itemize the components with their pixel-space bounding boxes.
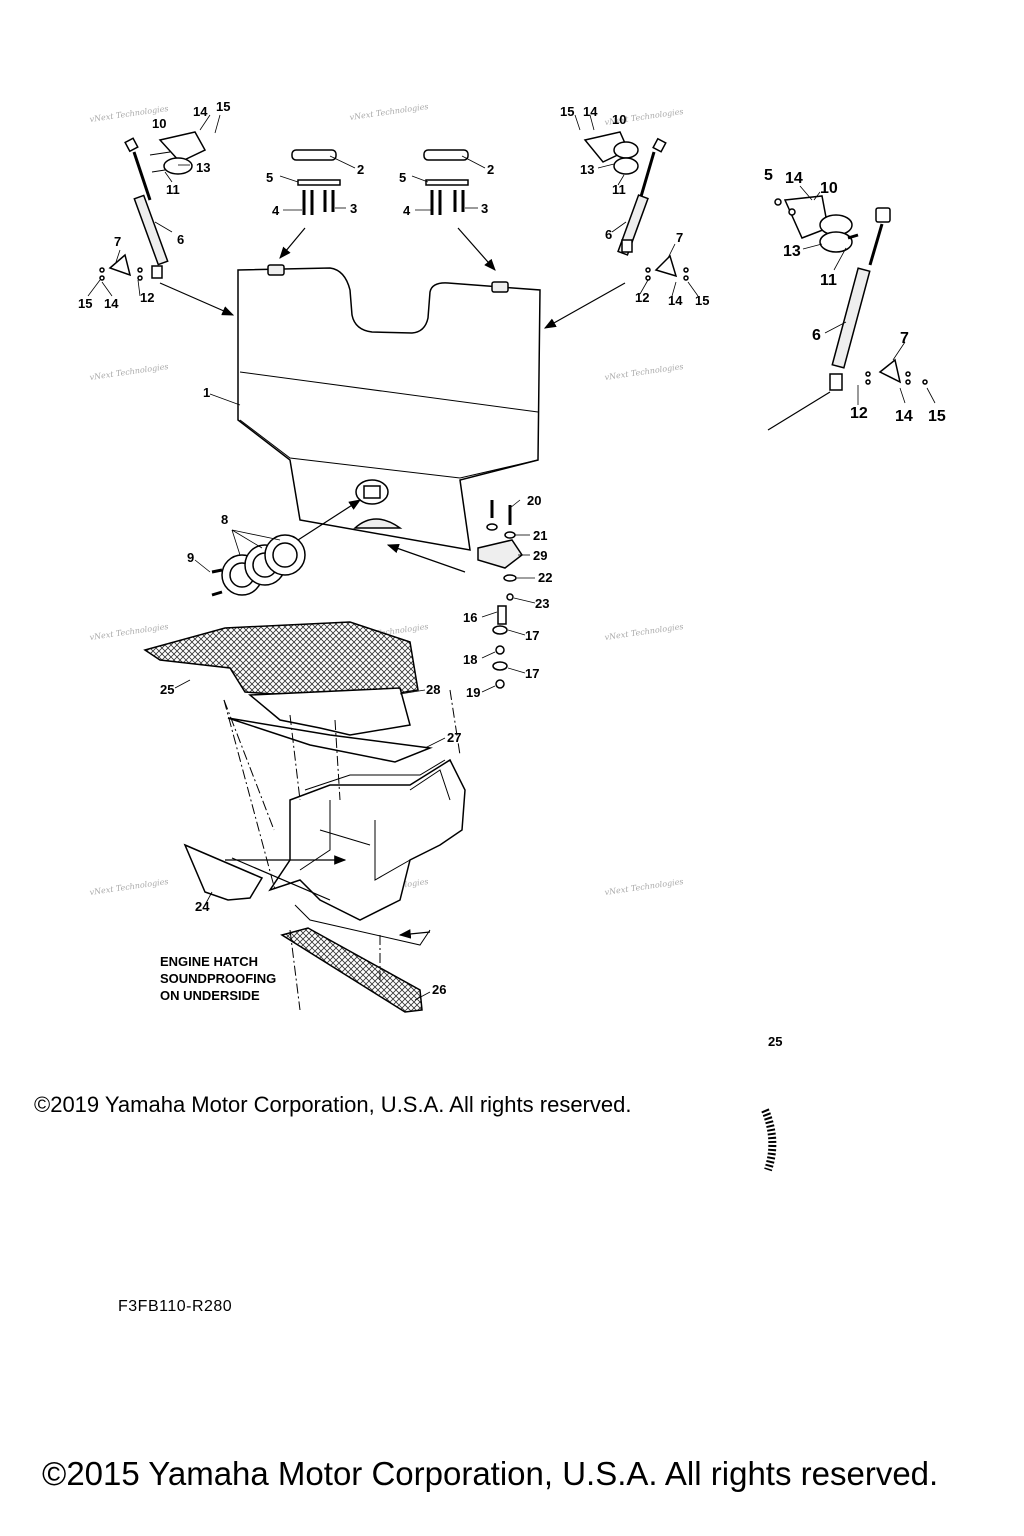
bracket-lower-left xyxy=(99,253,143,281)
inset-callout: 14 xyxy=(895,408,913,425)
callout-label: 3 xyxy=(481,201,488,216)
soundproofing-note: ENGINE HATCH SOUNDPROOFING ON UNDERSIDE xyxy=(160,954,276,1003)
inset-callout: 10 xyxy=(820,180,838,197)
callout-label: 8 xyxy=(221,512,228,527)
latch-assembly-right xyxy=(423,149,469,215)
callout-label: 10 xyxy=(612,112,626,127)
callout-label: 21 xyxy=(533,528,547,543)
watermark: vNext Technologies xyxy=(89,877,169,897)
callout-label: 14 xyxy=(104,296,119,311)
inset-callout: 13 xyxy=(783,243,801,260)
bracket-top-right xyxy=(583,131,639,175)
note-line: ENGINE HATCH xyxy=(160,954,258,969)
callout-label: 17 xyxy=(525,628,539,643)
bottom-strip xyxy=(280,927,423,1013)
watermark: vNext Technologies xyxy=(89,362,169,382)
watermark: vNext Technologies xyxy=(349,102,429,122)
insulation-layers xyxy=(227,687,433,763)
watermark: vNext Technologies xyxy=(604,362,684,382)
inset-callout: 15 xyxy=(928,408,946,425)
callout-label: 7 xyxy=(676,230,683,245)
callout-label: 20 xyxy=(527,493,541,508)
inset-callout: 6 xyxy=(812,327,821,344)
inset-detail xyxy=(761,185,936,1172)
hardware-stack xyxy=(477,500,524,689)
callout-label: 11 xyxy=(612,182,626,197)
callout-label: 23 xyxy=(535,596,549,611)
leader-lines xyxy=(87,114,699,1001)
callout-label: 9 xyxy=(187,550,194,565)
watermark: vNext Technologies xyxy=(604,622,684,642)
callout-label: 10 xyxy=(152,116,166,131)
side-panel xyxy=(183,843,264,901)
callout-label: 29 xyxy=(533,548,547,563)
watermark: vNext Technologies xyxy=(89,622,169,642)
soundproofing-mat xyxy=(143,621,419,701)
callout-label: 11 xyxy=(166,182,180,197)
callout-label: 18 xyxy=(463,652,477,667)
callout-label: 22 xyxy=(538,570,552,585)
vent-plate xyxy=(211,534,306,597)
callout-label: 5 xyxy=(266,170,273,185)
callout-label: 19 xyxy=(466,685,480,700)
gas-strut-right xyxy=(617,137,667,256)
callout-label: 4 xyxy=(272,203,280,218)
callout-label: 15 xyxy=(216,99,230,114)
callout-label: 2 xyxy=(487,162,494,177)
callout-label: 24 xyxy=(195,899,210,914)
copyright-2019: ©2019 Yamaha Motor Corporation, U.S.A. A… xyxy=(34,1092,632,1117)
callout-label: 27 xyxy=(447,730,461,745)
inset-callout: 25 xyxy=(768,1034,782,1049)
callout-label: 5 xyxy=(399,170,406,185)
note-line: SOUNDPROOFING xyxy=(160,971,276,986)
inset-callout: 5 xyxy=(764,167,773,184)
callout-label: 13 xyxy=(580,162,594,177)
inset-callout: 11 xyxy=(820,272,837,289)
bracket-lower-right xyxy=(645,254,689,281)
hatch-tub xyxy=(268,758,466,946)
callout-label: 14 xyxy=(583,104,598,119)
callouts-main: 1 2 2 3 3 4 4 5 5 6 6 7 7 8 9 10 10 11 1… xyxy=(78,99,709,997)
engine-hatch xyxy=(237,264,541,551)
callout-label: 6 xyxy=(605,227,612,242)
callout-label: 1 xyxy=(203,385,210,400)
callout-label: 14 xyxy=(193,104,208,119)
callout-label: 16 xyxy=(463,610,477,625)
callout-label: 4 xyxy=(403,203,411,218)
callout-label: 15 xyxy=(78,296,92,311)
watermark: vNext Technologies xyxy=(604,877,684,897)
callout-label: 3 xyxy=(350,201,357,216)
note-line: ON UNDERSIDE xyxy=(160,988,260,1003)
bracket-top-left xyxy=(149,131,207,175)
inset-callout: 12 xyxy=(850,405,868,422)
latch-assembly-left xyxy=(291,149,341,215)
callout-label: 2 xyxy=(357,162,364,177)
inset-callout: 14 xyxy=(785,170,803,187)
callout-label: 7 xyxy=(114,234,121,249)
callout-label: 28 xyxy=(426,682,440,697)
callout-label: 6 xyxy=(177,232,184,247)
callout-label: 15 xyxy=(695,293,709,308)
diagram-code: F3FB110-R280 xyxy=(118,1298,233,1315)
copyright-2015: ©2015 Yamaha Motor Corporation, U.S.A. A… xyxy=(42,1455,939,1492)
callout-label: 14 xyxy=(668,293,683,308)
callout-label: 17 xyxy=(525,666,539,681)
gas-strut-left xyxy=(124,137,169,279)
inset-callout: 7 xyxy=(900,330,909,347)
callout-label: 26 xyxy=(432,982,446,997)
callouts-inset: 5 14 10 13 11 6 7 12 14 15 25 xyxy=(764,167,946,1049)
callout-label: 15 xyxy=(560,104,574,119)
callout-label: 13 xyxy=(196,160,210,175)
callout-label: 12 xyxy=(635,290,649,305)
callout-label: 12 xyxy=(140,290,154,305)
arrows xyxy=(159,227,626,939)
alignment-lines xyxy=(223,689,461,1011)
callout-label: 25 xyxy=(160,682,174,697)
